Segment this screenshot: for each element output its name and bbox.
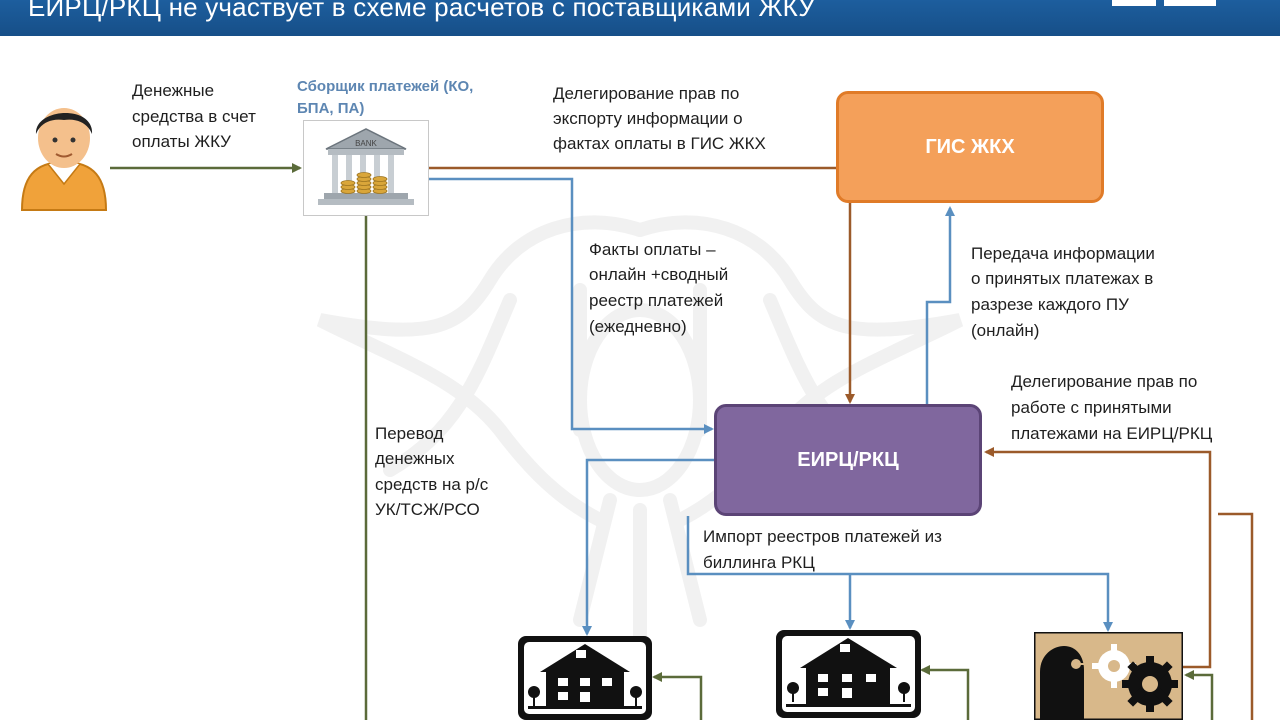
- arrow-eirc-to-gis: [925, 206, 955, 404]
- delegation-export-label-line1: Делегирование прав по: [553, 84, 740, 103]
- header-logo-mark-left: [1112, 0, 1156, 6]
- funds-transfer-label-line4: УК/ТСЖ/РСО: [375, 500, 480, 519]
- funds-transfer-label-line3: средств на р/с: [375, 475, 489, 494]
- slide-header: ЕИРЦ/РКЦ не участвует в схеме расчетов с…: [0, 0, 1280, 36]
- collector-node: BANK: [303, 120, 429, 216]
- transfer-info-label-line4: (онлайн): [971, 321, 1040, 340]
- eirc-rkc-node: ЕИРЦ/РКЦ: [714, 404, 982, 516]
- arrow-return-house1: [652, 672, 703, 720]
- bank-sign: BANK: [355, 139, 377, 148]
- delegation-work-label-line2: работе с принятыми: [1011, 398, 1172, 417]
- house-icon: [776, 630, 921, 718]
- delegation-work-label-line3: платежами на ЕИРЦ/РКЦ: [1011, 424, 1213, 443]
- payment-facts-label-line3: реестр платежей: [589, 291, 724, 310]
- money-label-line1: Денежные: [132, 81, 215, 100]
- person-icon: [20, 108, 108, 211]
- arrow-return-provider: [1184, 670, 1214, 720]
- funds-transfer-label-line2: денежных: [375, 449, 455, 468]
- eirc-rkc-label: ЕИРЦ/РКЦ: [797, 448, 899, 471]
- gears-icon: [1034, 632, 1183, 720]
- payment-facts-label-line4: (ежедневно): [589, 317, 687, 336]
- line-delegation-right: [1218, 512, 1254, 720]
- bank-icon: BANK: [318, 128, 414, 205]
- collector-label-line2: БПА, ПА): [297, 100, 365, 117]
- delegation-work-label-line1: Делегирование прав по: [1011, 372, 1198, 391]
- gis-zhkh-node: ГИС ЖКХ: [836, 91, 1104, 203]
- gis-zhkh-label: ГИС ЖКХ: [925, 135, 1015, 158]
- arrow-payment-facts: [429, 177, 714, 434]
- arrow-eirc-to-house1: [582, 458, 714, 636]
- transfer-info-label-line2: о принятых платежах в: [971, 269, 1154, 288]
- header-logo-mark-right: [1164, 0, 1216, 6]
- eagle-watermark: [316, 215, 964, 647]
- slide-title: ЕИРЦ/РКЦ не участвует в схеме расчетов с…: [28, 0, 816, 22]
- house-icon: [518, 636, 652, 720]
- transfer-info-label-line1: Передача информации: [971, 244, 1155, 263]
- arrow-return-house2: [920, 665, 970, 720]
- funds-transfer-label-line1: Перевод: [375, 424, 444, 443]
- money-label-line3: оплаты ЖКУ: [132, 132, 231, 151]
- collector-label-line1: Сборщик платежей (КО,: [297, 78, 474, 95]
- arrow-import-to-provider: [686, 516, 1113, 632]
- delegation-export-label-line2: экспорту информации о: [553, 109, 743, 128]
- import-label-line1: Импорт реестров платежей из: [703, 527, 942, 546]
- payment-facts-label-line1: Факты оплаты –: [589, 240, 716, 259]
- payment-facts-label-line2: онлайн +сводный: [589, 265, 729, 284]
- import-label-line2: биллинга РКЦ: [703, 553, 815, 572]
- transfer-info-label-line3: разрезе каждого ПУ: [971, 295, 1129, 314]
- arrow-delegation-work: [984, 447, 1212, 669]
- money-label-line2: средства в счет: [132, 107, 256, 126]
- delegation-export-label-line3: фактах оплаты в ГИС ЖКХ: [553, 134, 766, 153]
